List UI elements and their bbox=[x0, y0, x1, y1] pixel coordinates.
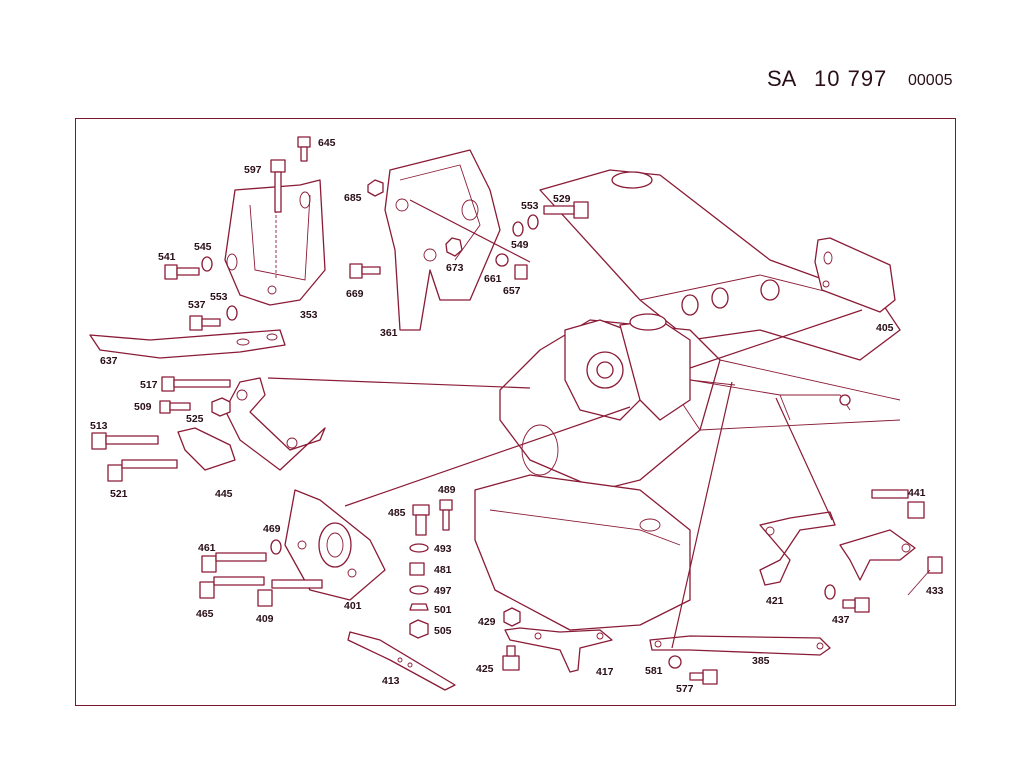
callout-409: 409 bbox=[256, 613, 274, 625]
callout-509: 509 bbox=[134, 401, 152, 413]
callout-481: 481 bbox=[434, 564, 452, 576]
bracket-417 bbox=[504, 627, 613, 673]
callout-529: 529 bbox=[553, 193, 571, 205]
bracket-401 bbox=[284, 489, 386, 601]
callout-489: 489 bbox=[438, 484, 456, 496]
callout-385: 385 bbox=[752, 655, 770, 667]
callout-417: 417 bbox=[596, 666, 614, 678]
callout-645: 645 bbox=[318, 137, 336, 149]
callout-505: 505 bbox=[434, 625, 452, 637]
callout-545: 545 bbox=[194, 241, 212, 253]
callout-485: 485 bbox=[388, 507, 406, 519]
callout-501: 501 bbox=[434, 604, 452, 616]
plate-413 bbox=[347, 631, 456, 691]
drawing-prefix: SA bbox=[767, 66, 797, 91]
callout-465: 465 bbox=[196, 608, 214, 620]
callout-421: 421 bbox=[766, 595, 784, 607]
callout-513: 513 bbox=[90, 420, 108, 432]
callout-425: 425 bbox=[476, 663, 494, 675]
callout-361: 361 bbox=[380, 327, 398, 339]
callout-353: 353 bbox=[300, 309, 318, 321]
callout-521: 521 bbox=[110, 488, 128, 500]
callout-497: 497 bbox=[434, 585, 452, 597]
drawing-number: 10 797 bbox=[814, 66, 888, 91]
callout-597: 597 bbox=[244, 164, 262, 176]
callout-669: 669 bbox=[346, 288, 364, 300]
callout-441: 441 bbox=[908, 487, 926, 499]
linkage-rod bbox=[689, 379, 851, 421]
engine-block bbox=[474, 169, 901, 631]
callout-637: 637 bbox=[100, 355, 118, 367]
callout-401: 401 bbox=[344, 600, 362, 612]
bracket-353 bbox=[224, 179, 326, 306]
bracket-637 bbox=[89, 329, 286, 359]
callout-657: 657 bbox=[503, 285, 521, 297]
rod-385 bbox=[649, 635, 831, 656]
bracket-361 bbox=[384, 149, 501, 331]
callout-553-upper: 553 bbox=[521, 200, 539, 212]
callout-553: 553 bbox=[210, 291, 228, 303]
bracket-445 bbox=[177, 377, 326, 471]
callout-445: 445 bbox=[215, 488, 233, 500]
bracket-405 bbox=[814, 237, 896, 313]
callout-577: 577 bbox=[676, 683, 694, 695]
drawing-code: 00005 bbox=[908, 72, 953, 89]
callout-581: 581 bbox=[645, 665, 663, 677]
callout-493: 493 bbox=[434, 543, 452, 555]
callout-549: 549 bbox=[511, 239, 529, 251]
callout-labels: 645 597 685 545 541 553 537 353 637 669 … bbox=[90, 137, 944, 695]
callout-541: 541 bbox=[158, 251, 176, 263]
diagram-frame bbox=[75, 118, 956, 706]
callout-461: 461 bbox=[198, 542, 216, 554]
callout-685: 685 bbox=[344, 192, 362, 204]
callout-673: 673 bbox=[446, 262, 464, 274]
callout-405: 405 bbox=[876, 322, 894, 334]
callout-517: 517 bbox=[140, 379, 158, 391]
callout-661: 661 bbox=[484, 273, 502, 285]
callout-433: 433 bbox=[926, 585, 944, 597]
callout-525: 525 bbox=[186, 413, 204, 425]
bracket-421 bbox=[759, 511, 916, 586]
callout-437: 437 bbox=[832, 614, 850, 626]
callout-429: 429 bbox=[478, 616, 496, 628]
leader-lines bbox=[267, 199, 863, 649]
callout-537: 537 bbox=[188, 299, 206, 311]
callout-469: 469 bbox=[263, 523, 281, 535]
callout-413: 413 bbox=[382, 675, 400, 687]
bolts-and-hardware bbox=[91, 136, 943, 685]
